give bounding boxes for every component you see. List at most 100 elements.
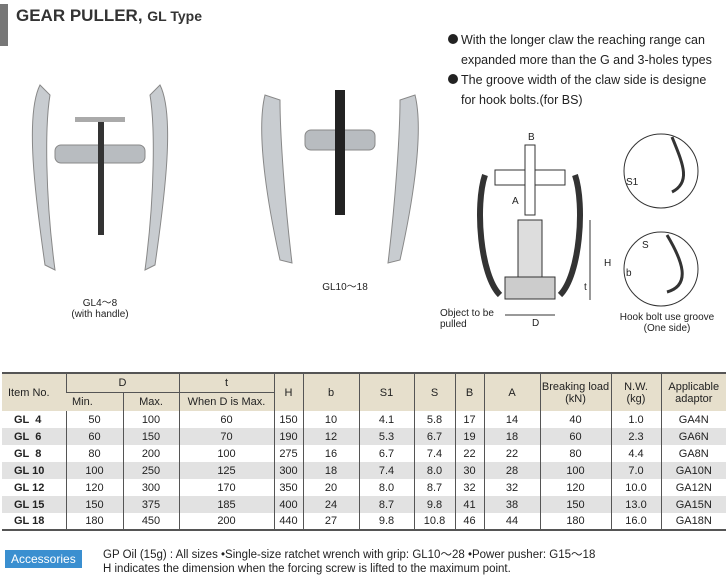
table-cell: 17 bbox=[454, 411, 484, 428]
table-cell: 60 bbox=[178, 411, 274, 428]
product-caption-gl4: GL4～8(with handle) bbox=[71, 298, 129, 320]
label-B: B bbox=[528, 132, 535, 143]
table-cell: 120 bbox=[539, 479, 611, 496]
table-cell: 38 bbox=[483, 496, 540, 513]
table-cell: GA6N bbox=[660, 428, 726, 445]
table-cell: GA15N bbox=[660, 496, 726, 513]
gear-puller-gl4-image bbox=[31, 84, 169, 271]
table-cell: 150 bbox=[122, 428, 179, 445]
table-cell: GL 6 bbox=[2, 428, 66, 445]
table-cell: 120 bbox=[65, 479, 123, 496]
table-cell: 46 bbox=[454, 513, 484, 530]
table-cell: 100 bbox=[539, 462, 611, 479]
table-cell: 50 bbox=[65, 411, 123, 428]
table-cell: 10.8 bbox=[413, 513, 455, 530]
table-cell: 350 bbox=[273, 479, 303, 496]
accessories-note: GP Oil (15g) : All sizes •Single-size ra… bbox=[103, 549, 596, 575]
claw-detail-s1 bbox=[623, 133, 699, 209]
table-cell: 8.0 bbox=[413, 462, 455, 479]
header-A: A bbox=[483, 373, 540, 411]
table-cell: GA4N bbox=[660, 411, 726, 428]
table-cell: 13.0 bbox=[610, 496, 661, 513]
table-cell: 5.8 bbox=[413, 411, 455, 428]
header-B: B bbox=[454, 373, 484, 411]
table-cell: 150 bbox=[273, 411, 303, 428]
header-nw: N.W.(kg) bbox=[610, 373, 661, 411]
table-cell: GL 18 bbox=[14, 515, 45, 527]
table-cell: 5.3 bbox=[358, 428, 414, 445]
table-cell: 300 bbox=[273, 462, 303, 479]
spec-table: Item No. D t H b S1 S B A Breaking load(… bbox=[2, 372, 726, 531]
table-cell: GL 12 bbox=[14, 481, 45, 494]
table-cell: GL 15 bbox=[2, 496, 66, 513]
table-cell: 4.1 bbox=[358, 411, 414, 428]
table-cell: 18 bbox=[302, 462, 359, 479]
label-H: H bbox=[604, 258, 612, 269]
table-cell: 6.7 bbox=[358, 445, 414, 462]
table-cell: 20 bbox=[302, 479, 359, 496]
table-cell: 32 bbox=[483, 479, 540, 496]
table-cell: 7.0 bbox=[610, 462, 661, 479]
table-cell: 30 bbox=[454, 462, 484, 479]
header-item: Item No. bbox=[2, 373, 66, 411]
table-cell: 190 bbox=[273, 428, 303, 445]
header-D: D bbox=[65, 373, 179, 392]
table-cell: 27 bbox=[302, 513, 359, 530]
table-cell: 60 bbox=[65, 428, 123, 445]
table-cell: 9.8 bbox=[358, 513, 414, 530]
label-b: b bbox=[626, 268, 632, 279]
header-H: H bbox=[273, 373, 303, 411]
accessories-badge: Accessories bbox=[5, 550, 82, 568]
table-cell: 22 bbox=[454, 445, 484, 462]
table-cell: 185 bbox=[178, 496, 274, 513]
table-cell: 7.4 bbox=[358, 462, 414, 479]
table-cell: 14 bbox=[483, 411, 540, 428]
table-cell: 200 bbox=[178, 513, 274, 530]
table-cell: 4.4 bbox=[610, 445, 661, 462]
table-cell: 10.0 bbox=[610, 479, 661, 496]
dimension-diagram bbox=[477, 144, 591, 316]
table-cell: 125 bbox=[178, 462, 274, 479]
table-cell: 375 bbox=[122, 496, 179, 513]
table-cell: 80 bbox=[539, 445, 611, 462]
table-cell: 440 bbox=[273, 513, 303, 530]
table-cell: 41 bbox=[454, 496, 484, 513]
table-cell: 170 bbox=[178, 479, 274, 496]
gear-puller-gl10-image bbox=[261, 90, 419, 264]
header-dmin: Min. bbox=[66, 391, 123, 411]
title-bar bbox=[0, 4, 8, 46]
table-cell: 12 bbox=[302, 428, 359, 445]
table-cell: 150 bbox=[539, 496, 611, 513]
table-cell: 200 bbox=[122, 445, 179, 462]
header-load: Breaking load(kN) bbox=[539, 373, 611, 411]
page-title: GEAR PULLER, GL Type bbox=[16, 6, 203, 25]
header-tsub: When D is Max. bbox=[178, 391, 274, 411]
label-D: D bbox=[532, 318, 540, 329]
table-cell: GL 10 bbox=[2, 462, 66, 479]
table-cell: 180 bbox=[65, 513, 123, 530]
header-b: b bbox=[302, 373, 359, 411]
table-cell: GA10N bbox=[660, 462, 726, 479]
table-cell: 8.7 bbox=[358, 496, 414, 513]
table-cell: 2.3 bbox=[610, 428, 661, 445]
table-cell: 8.0 bbox=[358, 479, 414, 496]
table-cell: GL 4 bbox=[14, 413, 42, 426]
claw-detail-groove bbox=[623, 231, 699, 307]
header-S: S bbox=[413, 373, 455, 411]
table-cell: 275 bbox=[273, 445, 303, 462]
table-cell: 22 bbox=[483, 445, 540, 462]
table-cell: 19 bbox=[454, 428, 484, 445]
table-cell: 8.7 bbox=[413, 479, 455, 496]
table-cell: 44 bbox=[483, 513, 540, 530]
product-caption-gl10: GL10～18 bbox=[322, 282, 368, 293]
label-S1: S1 bbox=[626, 177, 639, 188]
header-dmax: Max. bbox=[122, 391, 179, 411]
label-A: A bbox=[512, 196, 519, 207]
table-cell: GA8N bbox=[660, 445, 726, 462]
table-cell: 7.4 bbox=[413, 445, 455, 462]
table-cell: 10 bbox=[302, 411, 359, 428]
